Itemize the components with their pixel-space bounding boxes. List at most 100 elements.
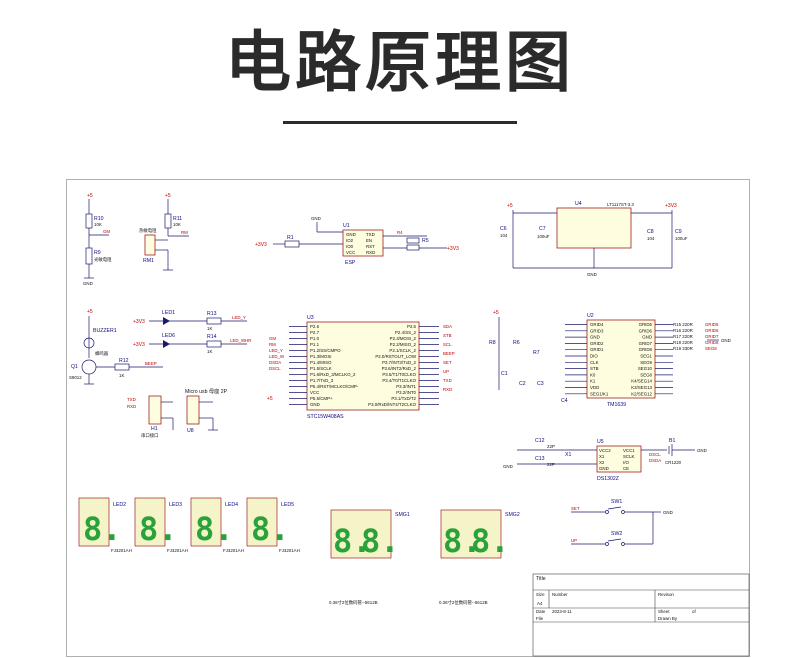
led6-ref: LED6 — [162, 333, 175, 339]
resistor-r5 — [406, 244, 420, 251]
u3-right-pin-0: P2.5 — [407, 324, 417, 329]
resistor-r1 — [284, 240, 300, 248]
c6-value: 104 — [500, 233, 508, 238]
net-gm: GM — [103, 229, 110, 234]
u5-part: DS1302Z — [597, 476, 619, 482]
led4-ref: LED4 — [225, 502, 238, 508]
c3-ref: C3 — [537, 381, 544, 387]
u2-right-pin-3: GRID7 — [639, 341, 653, 346]
u2-right-pin-4: GRID8 — [639, 347, 653, 352]
c2-ref: C2 — [519, 381, 526, 387]
p5-buzzer: +5 — [87, 309, 93, 315]
u2-rnet-0: R15 220R — [673, 322, 693, 327]
u3-left-net-0: GM — [269, 336, 276, 341]
u5-pin-8: CE — [623, 466, 629, 471]
led1-ref: LED1 — [162, 310, 175, 316]
u2-rnet-4: R19 330R — [673, 346, 693, 351]
u3-left-pin-6: P1.4/MISO — [310, 360, 332, 365]
p5-ldo: +5 — [507, 203, 513, 209]
u8-connector — [186, 395, 200, 425]
page-title: 电路原理图 — [225, 24, 575, 101]
b1-ref: B1 — [669, 438, 675, 444]
h1-header — [148, 395, 162, 425]
b1-part: CR1220 — [665, 460, 682, 465]
r9-ref: R9 — [94, 250, 101, 256]
u3-right-pin-12: P3.1/TxD/T2 — [391, 396, 416, 401]
sw2-ref: SW2 — [611, 531, 622, 537]
q1-symbol — [81, 359, 97, 375]
u2-part: TM1639 — [607, 402, 626, 408]
u3-right-pin-7: P3.6/INT2/RxD_2 — [382, 366, 417, 371]
resistor-r14 — [206, 340, 222, 348]
c4-ref: C4 — [561, 398, 568, 404]
c9-value: 100uF — [675, 236, 688, 241]
led2-chip: FJ3201AH — [111, 548, 132, 553]
r10-ref: R10 — [94, 216, 104, 222]
u3-left-pin-12: P5.5/CMP+ — [310, 396, 333, 401]
thermistor-rm1 — [144, 234, 156, 256]
smg1-digit-a: 8. — [333, 522, 372, 560]
resistor-r12 — [114, 363, 130, 371]
u2-gridnet-0: GRID5 — [705, 322, 719, 327]
u2-left-pin-0: GRID4 — [590, 322, 604, 327]
tb-of: of — [692, 609, 696, 614]
p5-label: +5 — [87, 193, 93, 199]
c8-value: 104 — [647, 236, 655, 241]
gnd-rtc-r: GND — [697, 448, 707, 453]
u3-left-pins: P2.6P2.7P1.0P1.1P1.2/SS/CMPOP1.3/MOSIP1.… — [289, 324, 359, 407]
u2-right-pin-8: SEG8 — [640, 372, 652, 377]
gnd-driver: GND — [721, 338, 731, 343]
h1-net-txd: TXD — [127, 397, 136, 402]
rtc-block: C12 22P C13 22P X1 GND U5 VCC2 X1 X2 GND… — [503, 438, 707, 482]
u2-right-pin-0: GRID5 — [639, 322, 653, 327]
net-led-w: LED_WHR — [230, 338, 251, 343]
u1-pin-1: GND — [346, 232, 356, 237]
gnd-ldo: GND — [587, 272, 597, 277]
smg2-desc: 0.36寸2位数码管--5612B — [439, 599, 488, 606]
p3v3-ldo: +3V3 — [665, 203, 677, 209]
rm1-title: 热敏电阻 — [139, 227, 157, 234]
led-digit-1: 8. LED2 FJ3201AH — [78, 497, 132, 553]
u3-left-pin-8: P1.6/RxD_3/MCLKO_2 — [310, 372, 356, 377]
u2-gridnet-4: SEG8 — [705, 346, 717, 351]
u2-chip — [586, 319, 656, 399]
u2-right-pin-1: GRID6 — [639, 328, 653, 333]
u1-pin-6: EN — [366, 238, 372, 243]
u2-right-pin-7: SEG10 — [638, 366, 653, 371]
u2-rnet-3: R18 220R — [673, 340, 693, 345]
u5-pin-5: VCC1 — [623, 448, 635, 453]
u3-left-pin-3: P1.1 — [310, 342, 320, 347]
u2-left-pins: GRID4GRID3GNDGRID2GRID1DIOCLKSTBK0K1VDDS… — [565, 322, 609, 396]
u1-pin-4: VCC — [346, 250, 355, 255]
gnd-switch: GND — [663, 510, 673, 515]
tb-date: Date — [536, 609, 546, 614]
title-block: Title Size A4 Number Revison Date 2023-8… — [532, 573, 750, 657]
r8-ref: R8 — [489, 340, 496, 346]
u1-chip — [342, 229, 384, 257]
r14-value: 1K — [207, 349, 212, 354]
r7-ref: R7 — [533, 350, 540, 356]
u3-right-pin-2: P2.3/MOSI_2 — [390, 336, 417, 341]
tb-number: Number — [552, 592, 568, 597]
u3-part: STC15W408AS — [307, 414, 344, 420]
net-beep: BEEP — [145, 361, 157, 366]
led6-symbol — [163, 340, 170, 348]
u1-pin-7: RST — [366, 244, 375, 249]
tb-revision: Revison — [658, 592, 674, 597]
p3v3-esp-r: +3V3 — [447, 246, 459, 252]
u3-right-net-5: UP — [443, 369, 449, 374]
u3-left-net-2: LED_Y — [269, 348, 283, 353]
u3-left-pin-7: P1.5/SCLK — [310, 366, 332, 371]
c6-ref: C6 — [500, 226, 507, 232]
smg1-display: 8. 8. SMG1 0.36寸2位数码管--5612B — [329, 509, 410, 606]
u3-left-pin-11: VCC — [310, 390, 319, 395]
net-set: SET — [571, 506, 580, 511]
u3-right-pin-1: P2.4/SS_2 — [395, 330, 417, 335]
u2-right-pin-10: K3/SEG13 — [631, 385, 652, 390]
smg1-ref: SMG1 — [395, 512, 410, 518]
u2-right-pin-9: K4/SEG14 — [631, 379, 652, 384]
tb-date-value: 2023-8-11 — [552, 609, 572, 614]
